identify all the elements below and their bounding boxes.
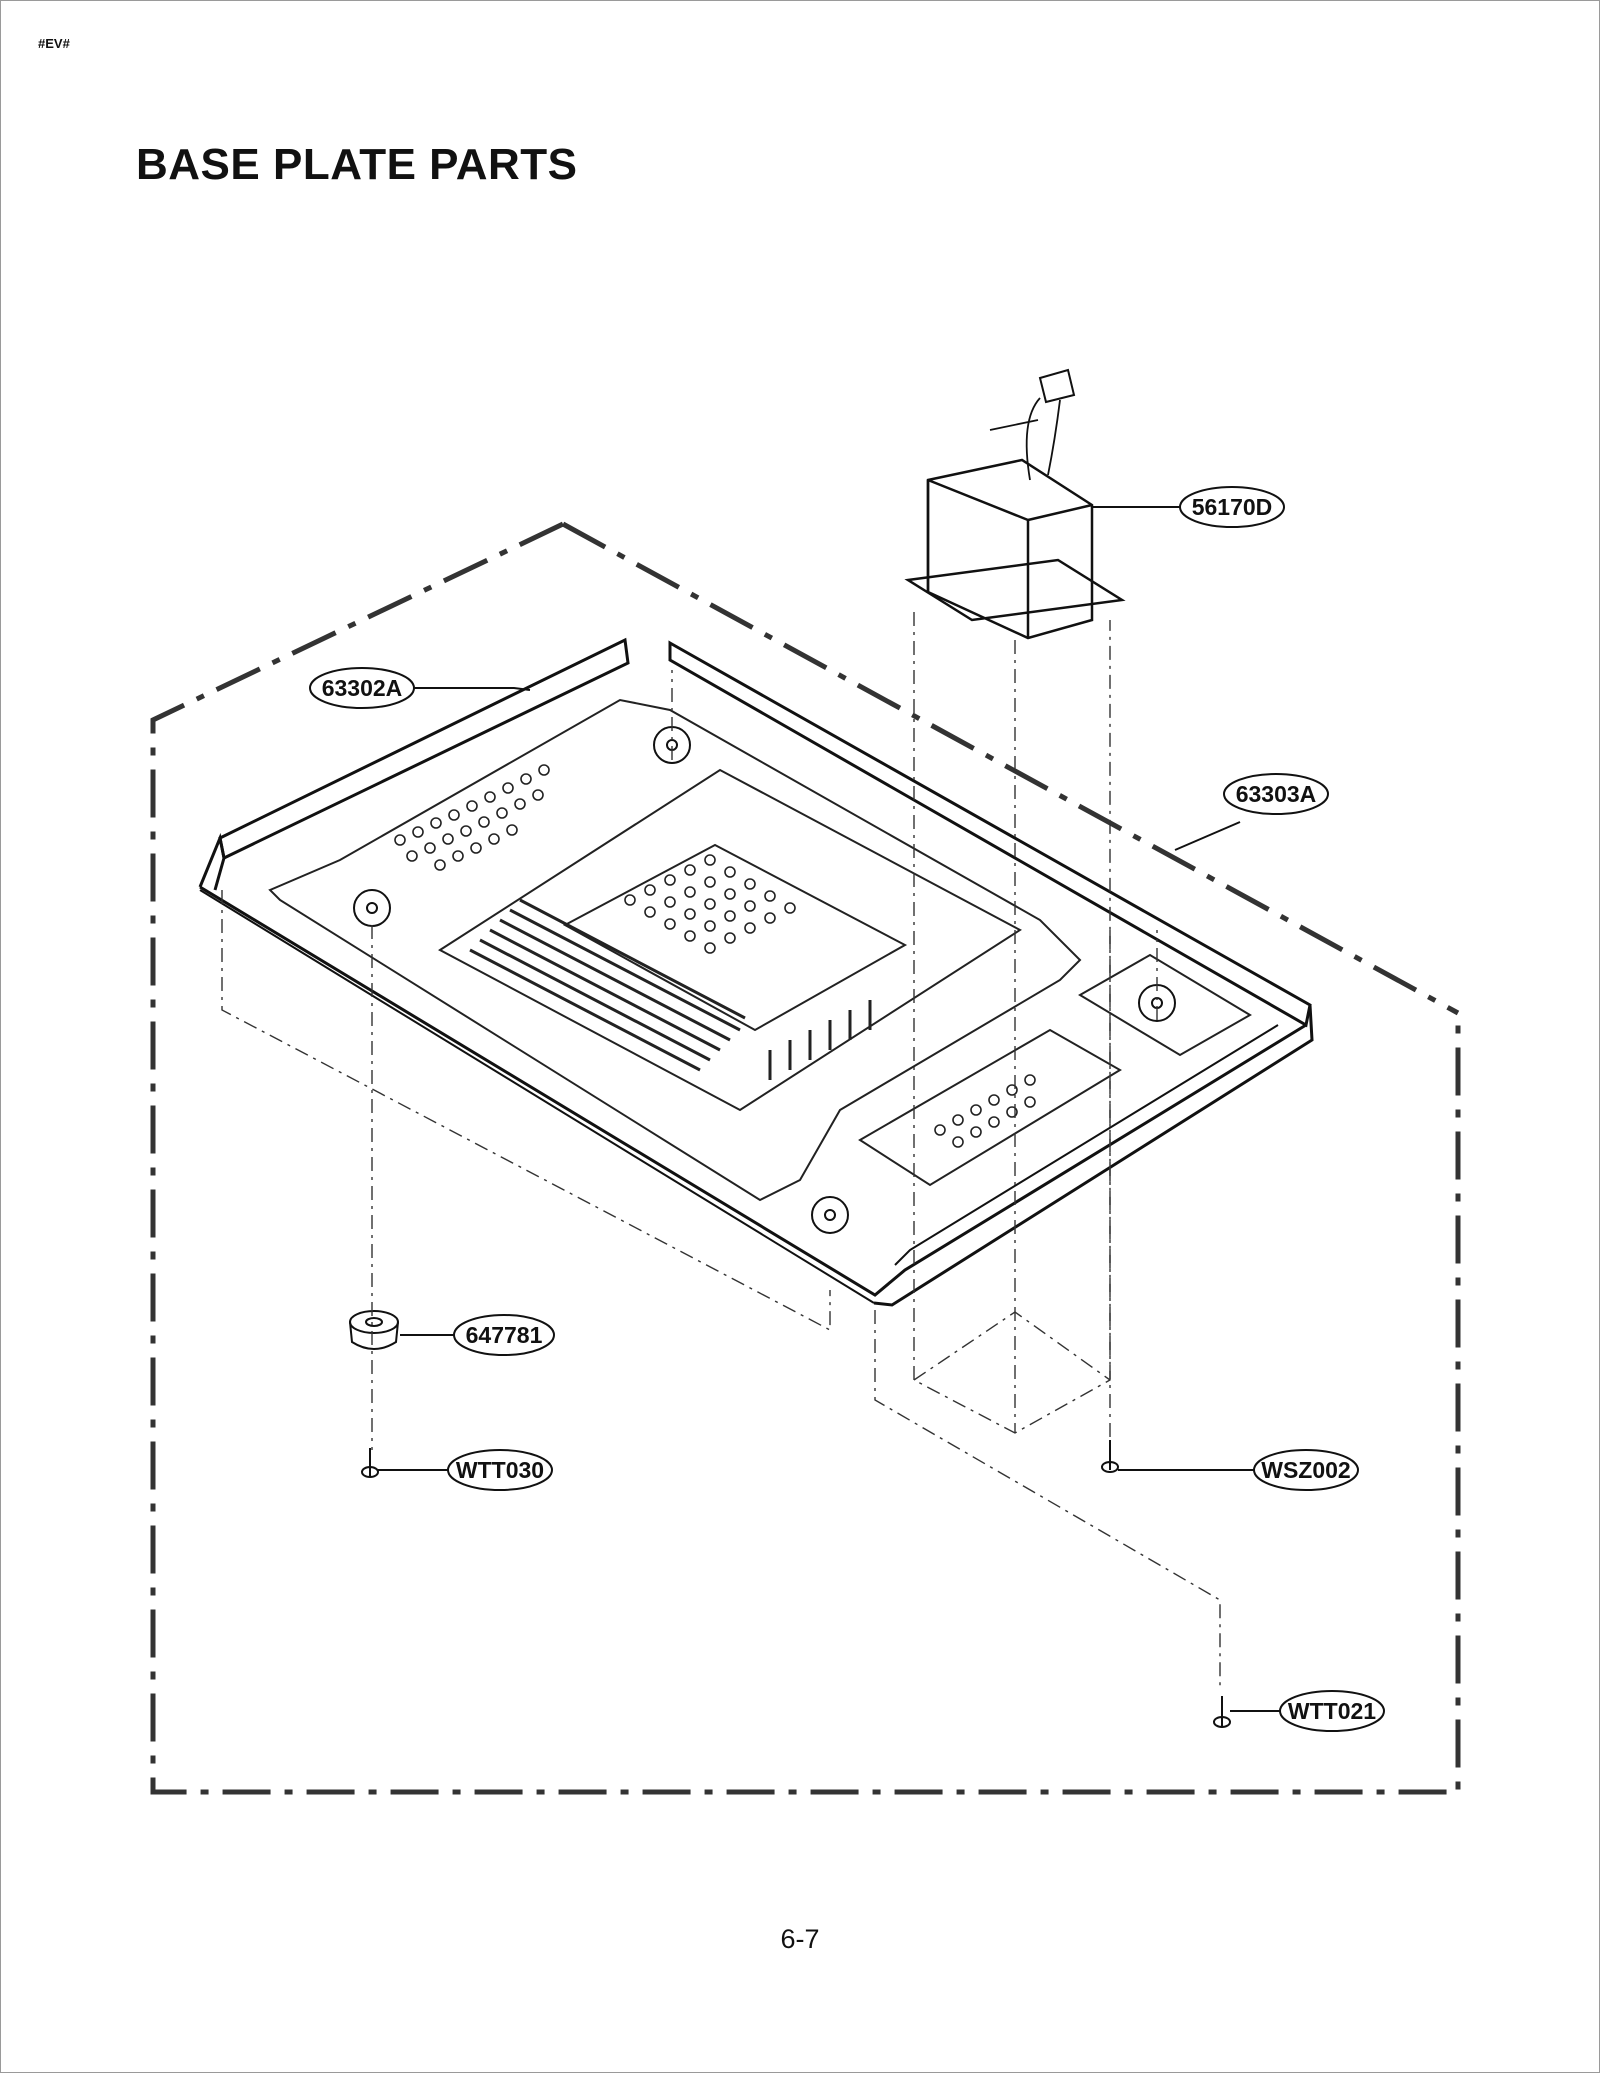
label-647781: 647781 [453, 1314, 555, 1356]
part-number-63303A: 63303A [1236, 781, 1317, 807]
vent-holes-right [934, 1074, 1036, 1148]
page-number: 6-7 [780, 1924, 820, 1954]
transformer-projection [913, 612, 1111, 1434]
label-WTT030: WTT030 [447, 1449, 553, 1491]
document-tag: #EV# [38, 36, 70, 51]
screws [361, 1440, 1231, 1728]
label-56170D: 56170D [1179, 486, 1285, 528]
transformer [904, 368, 1126, 640]
assembly-outline [150, 521, 1461, 1795]
label-WTT021: WTT021 [1279, 1690, 1385, 1732]
part-number-56170D: 56170D [1192, 494, 1273, 520]
leader-lines [378, 506, 1282, 1712]
vent-holes-center [624, 854, 796, 954]
guide-lines [221, 670, 1221, 1690]
mounting-bosses [353, 726, 1176, 1234]
assembly-outline-segment [561, 521, 1460, 1016]
label-63303A: 63303A [1223, 773, 1329, 815]
vent-holes-top [394, 764, 550, 871]
part-number-63302A: 63302A [322, 675, 403, 701]
label-63302A: 63302A [309, 667, 415, 709]
foot [349, 1310, 399, 1350]
page-title: BASE PLATE PARTS [136, 140, 578, 189]
part-number-647781: 647781 [466, 1322, 543, 1348]
part-number-WTT021: WTT021 [1288, 1698, 1376, 1724]
label-WSZ002: WSZ002 [1253, 1449, 1359, 1491]
louver-slots [469, 898, 872, 1080]
tray-recesses [268, 698, 1252, 1202]
base-plate [198, 637, 1314, 1307]
part-number-WSZ002: WSZ002 [1261, 1457, 1350, 1483]
part-number-WTT030: WTT030 [456, 1457, 544, 1483]
